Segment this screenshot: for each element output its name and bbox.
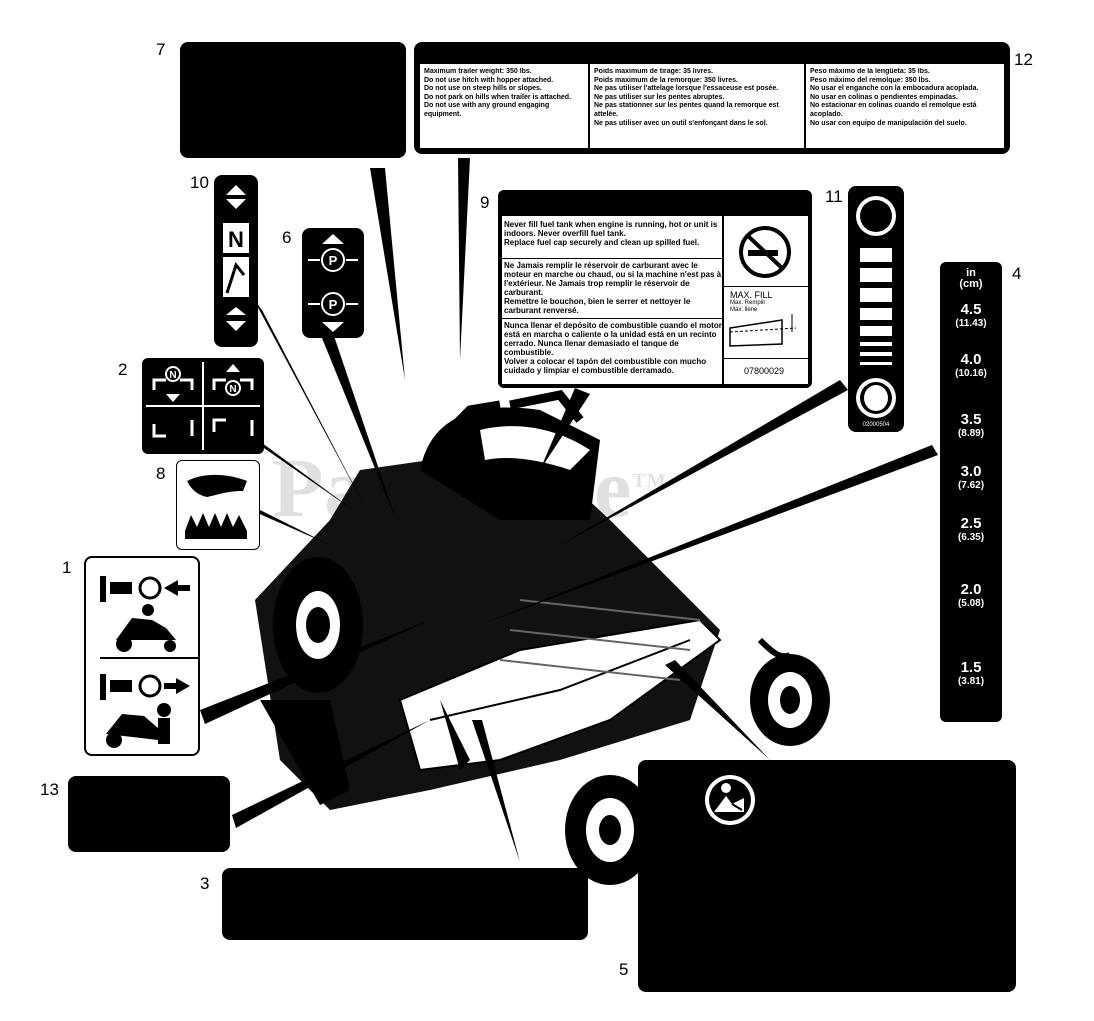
read-manual-icon <box>705 775 755 825</box>
decal9-en: Never fill fuel tank when engine is runn… <box>504 220 718 247</box>
no-smoking-icon <box>739 226 791 278</box>
callout-8: 8 <box>156 464 166 483</box>
decal9-es: Nunca llenar el depósito de combustible … <box>504 321 722 375</box>
decal-11: 02000504 <box>848 186 904 432</box>
decal-13 <box>68 776 230 852</box>
callout-7: 7 <box>156 40 166 59</box>
gauge-mark-4-0: 4.0(10.16) <box>955 351 987 380</box>
callout-4: 4 <box>1012 264 1022 283</box>
hitch-operation-icons <box>100 576 198 748</box>
decal-9: Never fill fuel tank when engine is runn… <box>498 190 812 388</box>
decal6-p-label-2: P <box>329 297 338 312</box>
callout-12: 12 <box>1014 50 1033 69</box>
decal-10: N <box>214 175 258 347</box>
gauge-mark-4-5: 4.5(11.43) <box>955 301 987 330</box>
decal11-part-number: 02000504 <box>862 422 890 428</box>
callout-2: 2 <box>118 360 128 379</box>
gauge-mark-1-5: 1.5(3.81) <box>957 659 985 688</box>
decal12-col-fr: Poids maximum de tirage: 35 livres.Poids… <box>594 68 779 127</box>
gauge-mark-3-5: 3.5(8.89) <box>957 411 985 440</box>
decal12-col-es: Peso máximo de la lengüeta: 35 lbs.Peso … <box>810 68 979 127</box>
decal-4: in (cm) 4.5(11.43) 4.0(10.16) 3.5(8.89) … <box>940 262 1002 722</box>
decal10-icons: N <box>223 185 249 331</box>
hand-hazard-icon <box>185 474 247 539</box>
decal2-n-label-2: N <box>229 384 236 395</box>
decal6-p-label-1: P <box>329 253 338 268</box>
decal9-fr: Ne Jamais remplir le réservoir de carbur… <box>504 261 722 315</box>
callout-1: 1 <box>62 558 72 577</box>
gauge-unit: in (cm) <box>959 267 983 290</box>
decal12-col-en: Maximum trailer weight: 350 lbs.Do not u… <box>424 68 572 118</box>
callout-6: 6 <box>282 228 292 247</box>
callout-3: 3 <box>200 874 210 893</box>
callout-10: 10 <box>190 173 209 192</box>
decal9-max-fill: MAX. FILL Max. Remplir Máx. llene <box>730 290 773 313</box>
decal9-part-number: 07800029 <box>744 366 785 376</box>
callout-13: 13 <box>40 780 59 799</box>
decal10-n-label: N <box>228 227 244 252</box>
gauge-mark-2-0: 2.0(5.08) <box>957 581 985 610</box>
decal-6: P P <box>302 228 364 338</box>
decal-5 <box>638 760 1016 992</box>
callout-5: 5 <box>619 960 629 979</box>
decal-12: Maximum trailer weight: 350 lbs.Do not u… <box>414 42 1010 154</box>
decal-2: N N <box>142 358 264 454</box>
decal-3 <box>222 868 588 940</box>
fuel-tank-icon <box>729 314 797 347</box>
callout-11: 11 <box>825 187 843 206</box>
gauge-mark-3-0: 3.0(7.62) <box>957 463 985 492</box>
callout-9: 9 <box>480 193 490 212</box>
decal-1 <box>84 556 200 756</box>
decal-8 <box>176 460 260 550</box>
decal-7 <box>180 42 406 158</box>
gauge-mark-2-5: 2.5(6.35) <box>957 515 985 544</box>
decal2-n-label-1: N <box>169 370 176 381</box>
